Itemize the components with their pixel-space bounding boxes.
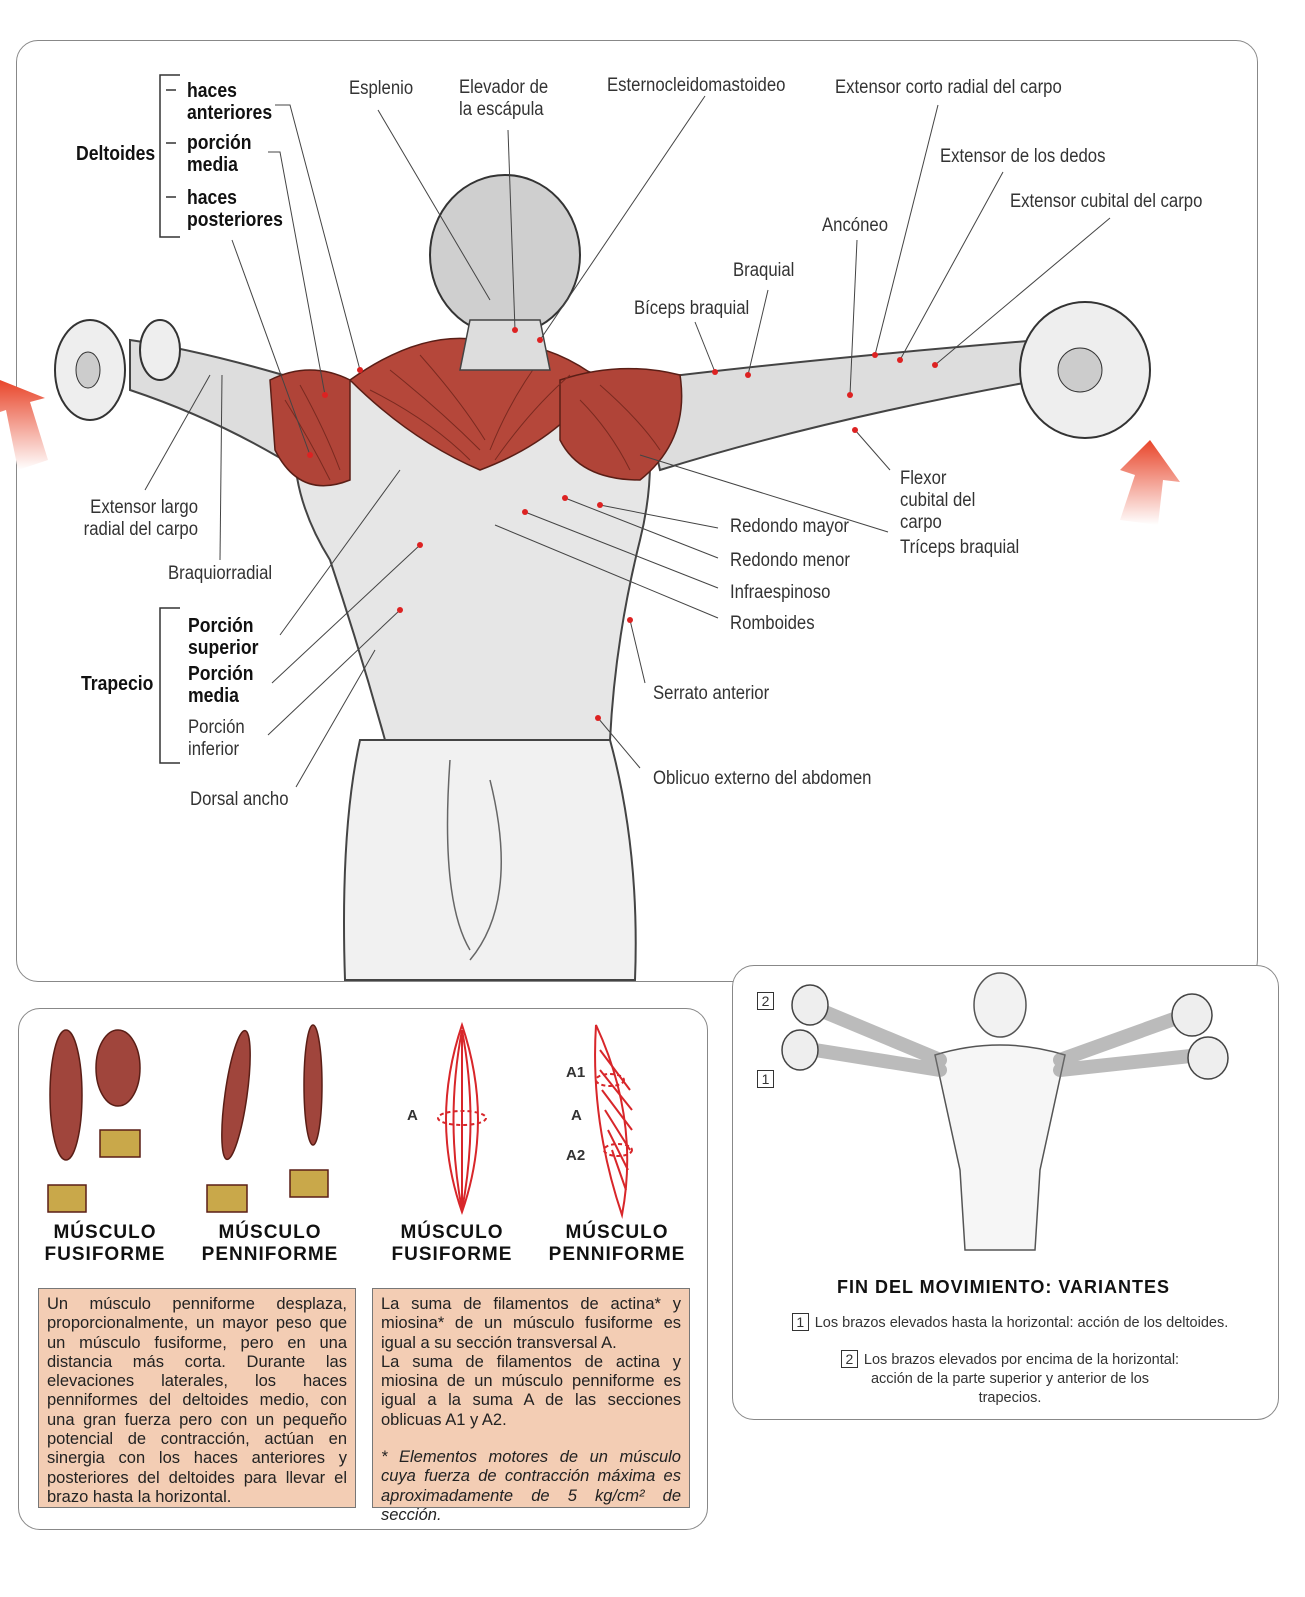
label-serrato: Serrato anterior (653, 683, 770, 704)
label-porcion-superior: Porción superior (188, 615, 259, 659)
label-section-a1: A1 (566, 1064, 586, 1081)
label-extensor-dedos: Extensor de los dedos (940, 146, 1106, 167)
label-elevador: Elevador de la escápula (459, 77, 549, 120)
back-muscles-illustration (0, 74, 1180, 981)
label-extensor-corto: Extensor corto radial del carpo (835, 77, 1062, 98)
label-oblicuo: Oblicuo externo del abdomen (653, 768, 872, 789)
label-flexor-cubital: Flexor cubital del carpo (900, 468, 976, 533)
actin-myosin-explanation-box: La suma de filamentos de actina* y miosi… (372, 1288, 690, 1524)
label-porcion-media-deltoides: porción media (187, 132, 252, 176)
label-triceps: Tríceps braquial (900, 537, 1020, 558)
label-section-a: A (407, 1107, 418, 1124)
arrow-up-left-icon (0, 380, 48, 470)
label-romboides: Romboides (730, 613, 815, 634)
label-esplenio: Esplenio (349, 78, 414, 99)
label-porcion-inferior: Porción inferior (188, 717, 245, 760)
penniforme-explanation-box: Un músculo penniforme desplaza, proporci… (38, 1288, 356, 1508)
marker-2: 2 (757, 992, 780, 1010)
label-section-a-mid: A (571, 1107, 582, 1124)
label-deltoides: Deltoides (76, 143, 156, 165)
label-trapecio: Trapecio (81, 673, 154, 695)
label-porcion-media-trapecio: Porción media (188, 663, 254, 707)
label-braquial: Braquial (733, 260, 795, 281)
label-redondo-menor: Redondo menor (730, 550, 850, 571)
label-infraespinoso: Infraespinoso (730, 582, 831, 603)
label-section-a2: A2 (566, 1147, 586, 1164)
right-dumbbell (1019, 301, 1151, 439)
label-dorsal-ancho: Dorsal ancho (190, 789, 289, 810)
marker-1: 1 (757, 1070, 780, 1088)
variants-title: FIN DEL MOVIMIENTO: VARIANTES (836, 1277, 1170, 1297)
label-esternocleidomastoideo: Esternocleidomastoideo (607, 75, 786, 96)
label-haces-posteriores: haces posteriores (187, 187, 283, 231)
muscle-types-illustration (47, 1021, 633, 1219)
label-redondo-mayor: Redondo mayor (730, 516, 849, 537)
left-dumbbell (54, 319, 181, 421)
label-anconeo: Ancóneo (822, 215, 889, 236)
label-haces-anteriores: haces anteriores (187, 80, 273, 124)
arrow-up-right-icon (1120, 440, 1180, 525)
label-braquiorradial: Braquiorradial (168, 563, 273, 584)
front-view-variants-illustration (781, 972, 1229, 1251)
label-extensor-cubital: Extensor cubital del carpo (1010, 191, 1203, 212)
label-extensor-largo: Extensor largo radial del carpo (83, 497, 198, 540)
label-biceps: Bíceps braquial (634, 298, 750, 319)
